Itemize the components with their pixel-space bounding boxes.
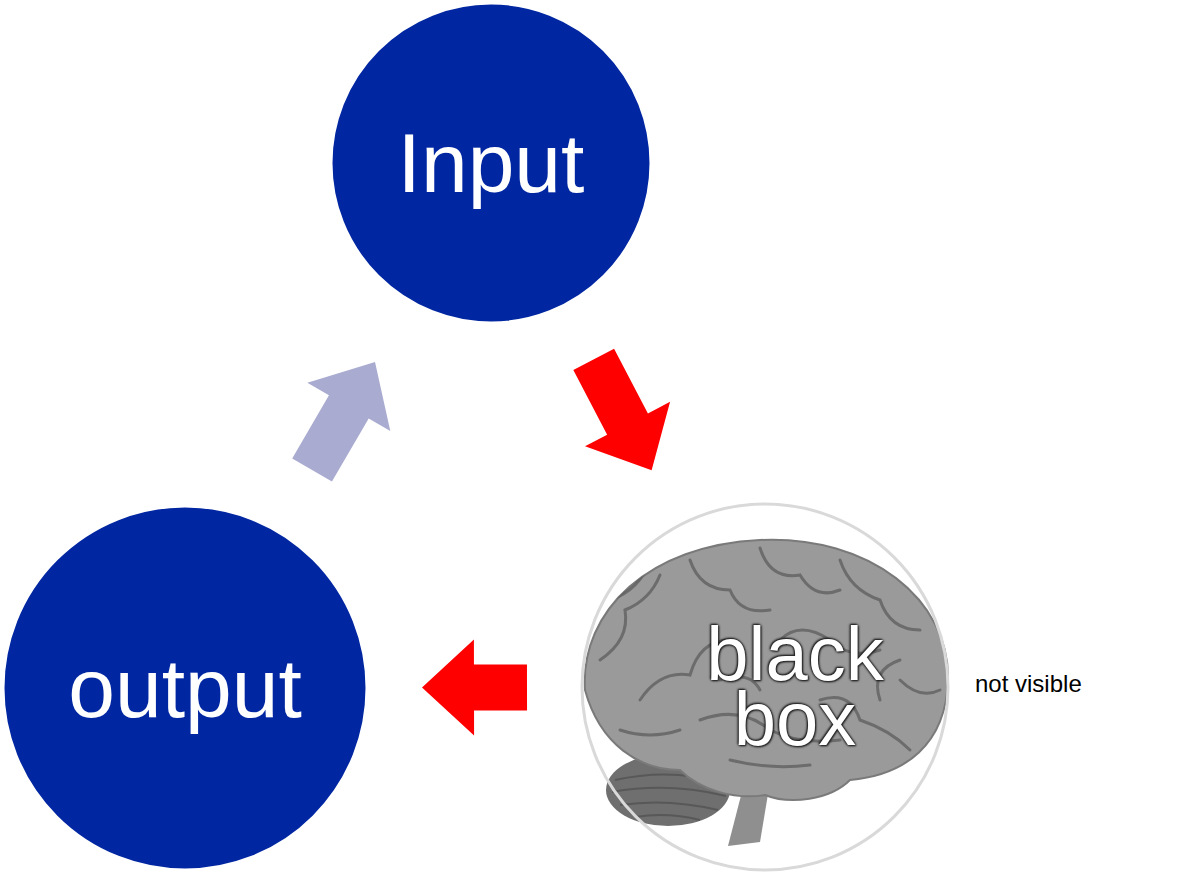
annotation: not visible bbox=[975, 670, 1082, 698]
input-circle: Input bbox=[329, 1, 653, 325]
node-text: output bbox=[68, 642, 302, 734]
black-box-circle: black box bbox=[580, 502, 950, 872]
node-text: black box bbox=[670, 622, 920, 751]
cerebrum bbox=[585, 540, 948, 800]
brain-gyri bbox=[600, 548, 940, 767]
circle-shape bbox=[3, 506, 367, 870]
block-arrow bbox=[573, 349, 670, 470]
block-arrow bbox=[292, 362, 390, 482]
brain-disc bbox=[580, 502, 950, 872]
node-text: Input bbox=[398, 117, 585, 209]
circle-shape bbox=[331, 3, 651, 323]
block-arrow bbox=[422, 640, 527, 736]
output-circle: output bbox=[1, 504, 369, 872]
circle-shape bbox=[582, 504, 948, 870]
